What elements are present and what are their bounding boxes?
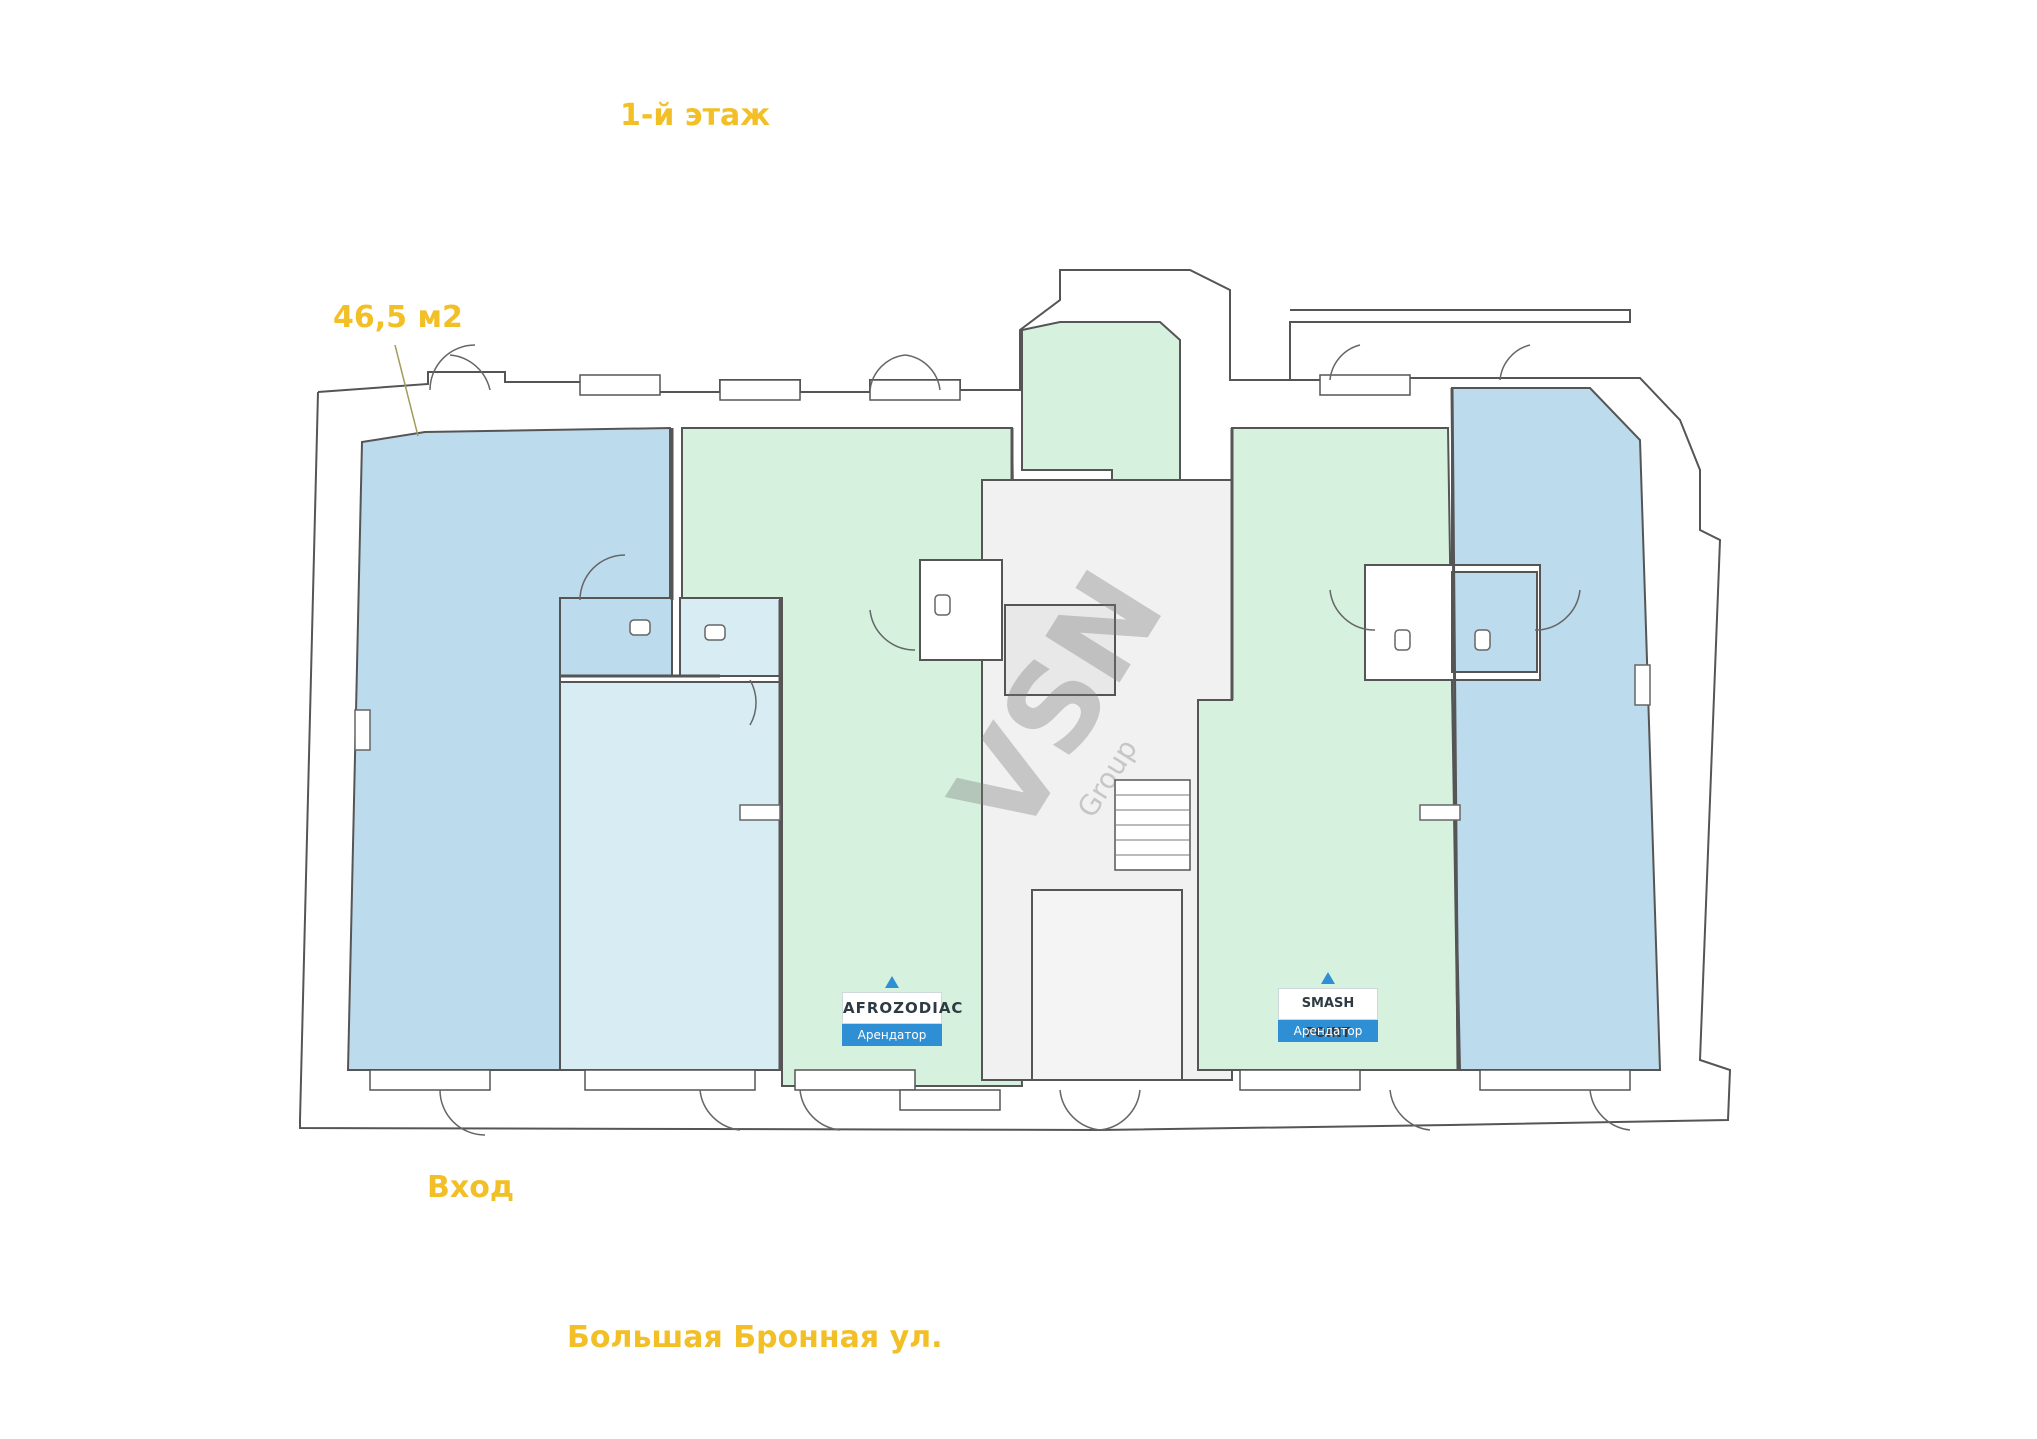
floor-title: 1-й этаж (620, 98, 771, 133)
tenant-status: Арендатор (842, 1024, 942, 1046)
tenant-badge-smash-point[interactable]: SMASH POINT Арендатор (1278, 972, 1378, 1042)
vestibule (1031, 889, 1183, 1081)
interior-walls (560, 387, 1460, 1071)
area-leader-line (394, 344, 419, 437)
bathroom-left-2 (679, 597, 781, 677)
tenant-status: Арендатор (1278, 1020, 1378, 1042)
fixtures (354, 594, 1651, 821)
bathroom-right (1451, 571, 1538, 673)
room-available-light[interactable] (559, 681, 781, 1071)
facade-windows (369, 374, 1631, 1111)
tenant-badge-afrozodiac[interactable]: AFROZODIAC Арендатор (842, 976, 962, 1046)
tenant-logo: SMASH POINT (1278, 988, 1378, 1041)
street-label: Большая Бронная ул. (567, 1320, 943, 1355)
room-available-right[interactable] (1450, 387, 1662, 1071)
entrance-label: Вход (427, 1170, 515, 1205)
door-swings (429, 344, 1631, 1136)
tenant-logo: AFROZODIAC (842, 992, 962, 1024)
tenant-marker-icon (885, 976, 899, 988)
bathroom-block-left (559, 597, 673, 677)
elevator-shaft (1004, 604, 1116, 696)
area-label: 46,5 м2 (333, 300, 463, 335)
stair-treads (1115, 794, 1190, 856)
wc-block-left (919, 559, 1003, 661)
tenant-marker-icon (1321, 972, 1335, 984)
